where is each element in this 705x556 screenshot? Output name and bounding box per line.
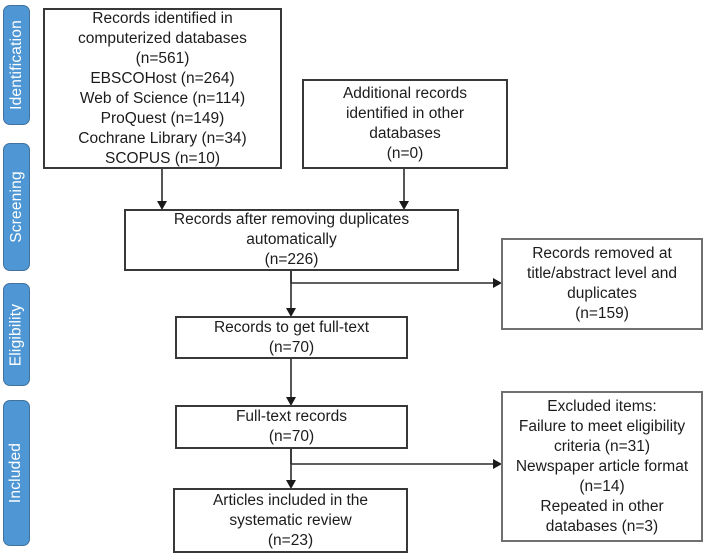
box-excluded-items: Excluded items: Failure to meet eligibil… <box>501 391 703 542</box>
text-line: (n=70) <box>268 338 315 356</box>
text-line: duplicates <box>567 285 637 302</box>
text-line: Cochrane Library (n=34) <box>78 129 247 147</box>
text-line: Full-text records <box>235 408 348 425</box>
stage-label: Included <box>7 442 25 504</box>
text-line: (n=0) <box>386 145 424 162</box>
arrow-dedup-to-tofulltext <box>286 270 296 317</box>
text-line: Newspaper article format <box>515 457 689 475</box>
text-line: EBSCOHost (n=264) <box>90 69 235 87</box>
text-line: Excluded items: <box>547 397 657 415</box>
text-line: systematic review <box>229 511 352 529</box>
text-line: identified in other <box>345 105 465 122</box>
box-fulltext-records: Full-text records (n=70) <box>175 405 408 449</box>
arrow-fulltext-to-excluded <box>290 448 502 469</box>
box-additional-records: Additional records identified in other d… <box>302 79 508 169</box>
text-line: Failure to meet eligibility <box>518 417 686 435</box>
text-line: (n=23) <box>267 531 314 549</box>
text-line: criteria (n=31) <box>553 437 651 455</box>
text-line: Additional records <box>342 85 468 102</box>
arrow-dedup-to-removed <box>290 270 502 288</box>
box-duplicates-removed: Records after removing duplicates automa… <box>124 209 459 271</box>
text-line: title/abstract level and <box>527 265 677 282</box>
box-records-removed: Records removed at title/abstract level … <box>501 238 703 330</box>
arrow-identified-to-dedup <box>157 168 167 210</box>
text-line: (n=159) <box>575 305 629 322</box>
text-line: ProQuest (n=149) <box>100 109 225 127</box>
text-line: (n=14) <box>579 477 625 495</box>
text-line: Articles included in the <box>212 491 369 509</box>
text-line: Records to get full-text <box>213 318 370 336</box>
arrow-fulltext-to-included <box>286 448 296 489</box>
text-line: Records identified in <box>92 9 233 27</box>
arrow-tofulltext-to-fulltext <box>286 358 296 406</box>
text-line: databases <box>369 125 441 142</box>
stage-label: Screening <box>7 171 25 243</box>
text-line: databases (n=3) <box>545 517 659 535</box>
text-line: computerized databases <box>78 29 247 47</box>
box-articles-included: Articles included in the systematic revi… <box>173 488 408 553</box>
stage-identification: Identification <box>3 5 30 125</box>
text-line: Web of Science (n=114) <box>79 89 246 107</box>
text-line: Repeated in other <box>540 497 664 515</box>
text-line: (n=70) <box>268 428 315 445</box>
box-records-to-fulltext: Records to get full-text (n=70) <box>175 316 408 359</box>
stage-screening: Screening <box>3 143 30 271</box>
stage-label: Eligibility <box>7 303 25 366</box>
text-line: (n=561) <box>135 49 190 67</box>
stage-included: Included <box>3 400 30 546</box>
box-records-identified: Records identified in computerized datab… <box>43 8 282 169</box>
text-line: Records after removing duplicates <box>173 211 410 228</box>
stage-label: Identification <box>7 20 25 110</box>
text-line: (n=226) <box>264 251 319 268</box>
text-line: automatically <box>246 231 337 248</box>
stage-eligibility: Eligibility <box>3 283 30 386</box>
arrow-additional-to-dedup <box>399 168 409 210</box>
text-line: Records removed at <box>532 245 672 262</box>
text-line: SCOPUS (n=10) <box>104 149 220 167</box>
